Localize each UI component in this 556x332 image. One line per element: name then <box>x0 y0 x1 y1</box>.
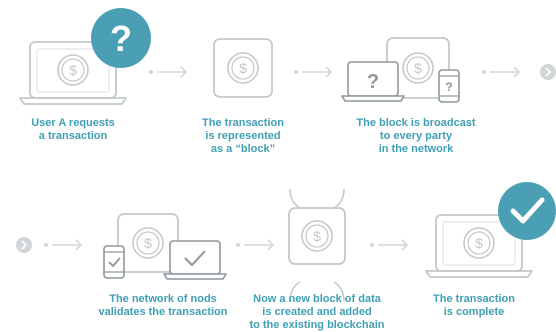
question-badge-icon: ? <box>91 8 151 68</box>
chain-block-icon <box>288 188 346 302</box>
coin-block-icon <box>213 38 273 98</box>
step-1-caption: User A requests a transaction <box>31 117 115 142</box>
step-4-caption: The network of nods validates the transa… <box>98 293 228 318</box>
arrow-5 <box>236 239 275 251</box>
arrow-6 <box>370 239 409 251</box>
step-2-caption: The transaction is represented as a “blo… <box>202 117 284 155</box>
check-badge-icon <box>498 182 556 240</box>
laptop-check-icon <box>425 214 533 278</box>
svg-text:?: ? <box>110 18 132 59</box>
step-3-caption: The block is broadcast to every party in… <box>356 117 476 155</box>
step-6-caption: The transaction is complete <box>433 293 515 318</box>
arrow-4 <box>16 237 83 253</box>
svg-text:?: ? <box>445 80 452 94</box>
svg-text:?: ? <box>367 71 379 93</box>
network-validation-icon <box>103 213 227 280</box>
laptop-question-icon <box>19 41 127 105</box>
arrow-2 <box>294 66 333 78</box>
step-5-caption: Now a new block of data is created and a… <box>249 293 385 331</box>
arrow-1 <box>149 66 188 78</box>
broadcast-devices-icon: ? ? <box>341 37 460 103</box>
arrow-3 <box>482 64 556 80</box>
